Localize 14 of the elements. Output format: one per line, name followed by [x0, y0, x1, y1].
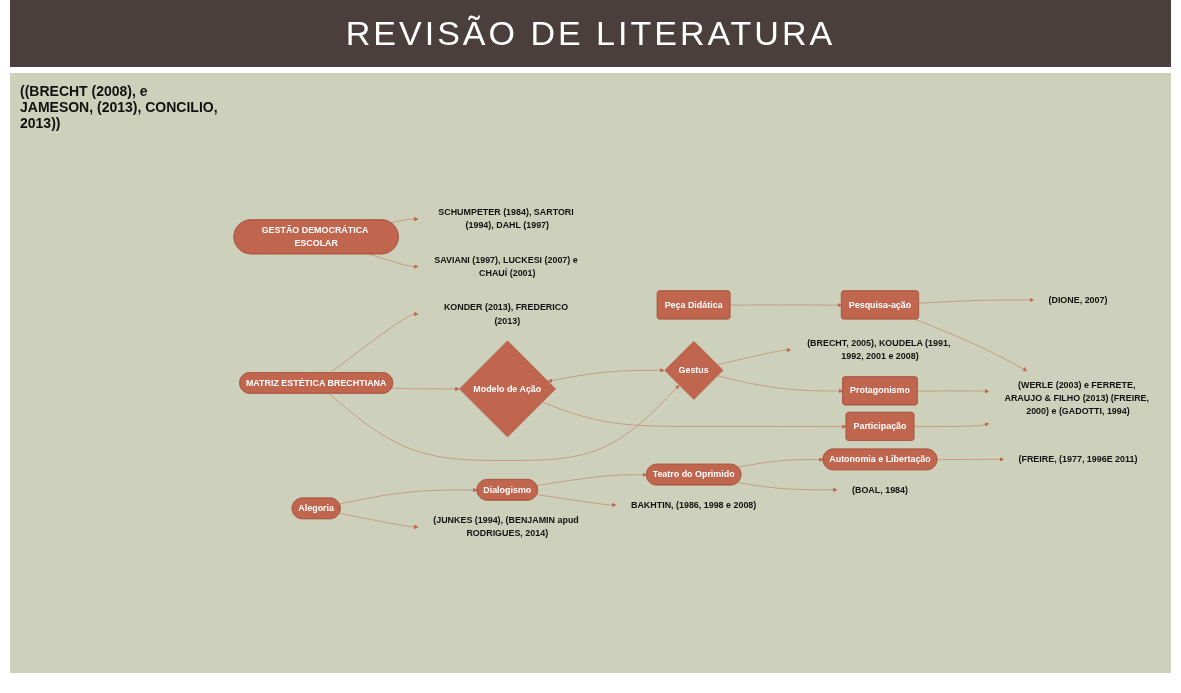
- node-text: (WERLE (2003) e FERRETE, ARAUJO & FILHO (2013) (FREIRE, 2000) e (GADOTTI, 1994): [1004, 379, 1149, 417]
- title: REVISÃO DE LITERATURA: [10, 0, 1171, 67]
- node-text: (FREIRE, (1977, 1996E 2011): [1018, 454, 1138, 465]
- node-diamond: Modelo de Ação: [459, 340, 556, 438]
- node-text: KONDER (2013), FREDERICO (2013): [443, 302, 569, 326]
- node-text: (BOAL, 1984): [852, 484, 908, 495]
- node-diamond: Gestus: [664, 340, 724, 400]
- node-text: (JUNKES (1994), (BENJAMIN apud RODRIGUES, 2014): [433, 515, 579, 539]
- citation-note: ((BRECHT (2008), e JAMESON, (2013), CONCILIO, 2013)): [20, 83, 219, 131]
- node-text: BAKHTIN, (1986, 1998 e 2008): [630, 499, 757, 510]
- node-text: SAVIANI (1997), LUCKESI (2007) e CHAUÍ (2001): [434, 254, 578, 278]
- node-text: SCHUMPETER (1984), SARTORI (1994), DAHL (1997): [438, 207, 574, 231]
- node-text: (DIONE, 2007): [1048, 294, 1108, 305]
- node-text: (BRECHT, 2005), KOUDELA (1991, 1992, 2001 e 2008): [807, 338, 951, 362]
